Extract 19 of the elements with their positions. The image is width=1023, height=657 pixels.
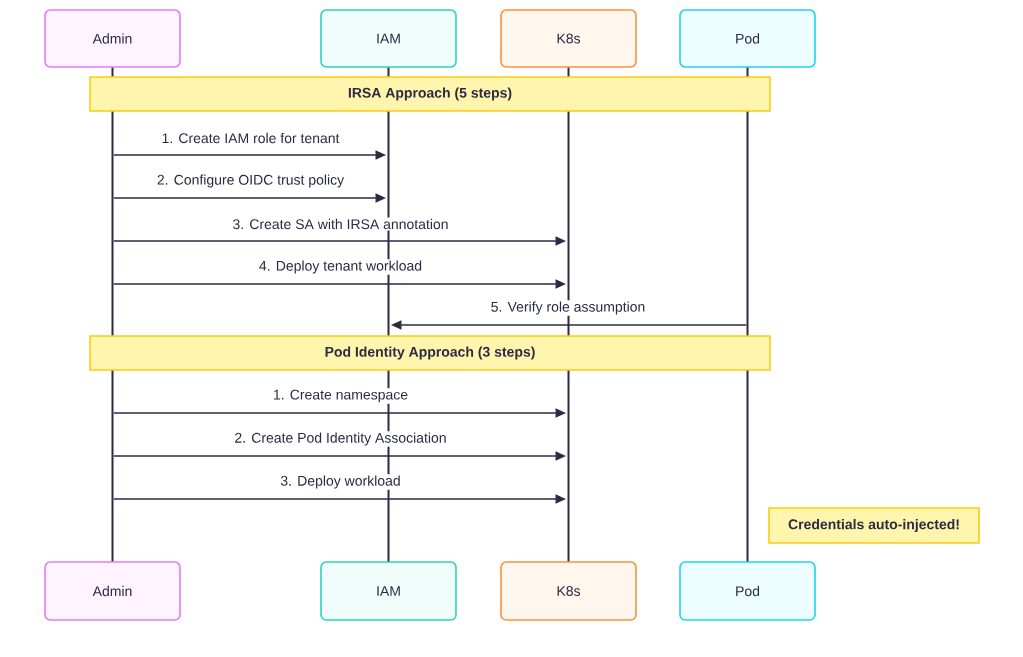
edge-label: 5. Verify role assumption bbox=[489, 300, 647, 316]
participant-box: Admin bbox=[44, 561, 181, 621]
edge-label: 2. Create Pod Identity Association bbox=[233, 431, 448, 447]
note-box: Credentials auto-injected! bbox=[768, 507, 980, 544]
edge-label: 1. Create namespace bbox=[271, 388, 410, 404]
edge-label: 1. Create IAM role for tenant bbox=[160, 131, 341, 145]
participant-box: IAM bbox=[320, 561, 457, 621]
note-box: IRSA Approach (5 steps) bbox=[89, 76, 771, 112]
participant-box: Admin bbox=[44, 9, 181, 68]
note-box: Pod Identity Approach (3 steps) bbox=[89, 335, 771, 371]
participant-box: K8s bbox=[500, 561, 637, 621]
edge-label: 3. Create SA with IRSA annotation bbox=[231, 217, 450, 231]
participant-box: Pod bbox=[679, 9, 816, 68]
participant-box: IAM bbox=[320, 9, 457, 68]
edge-label: 4. Deploy tenant workload bbox=[257, 259, 424, 275]
edge-label: 2. Configure OIDC trust policy bbox=[155, 173, 346, 189]
edge-label: 3. Deploy workload bbox=[279, 474, 402, 490]
participant-box: Pod bbox=[679, 561, 816, 621]
participant-box: K8s bbox=[500, 9, 637, 68]
